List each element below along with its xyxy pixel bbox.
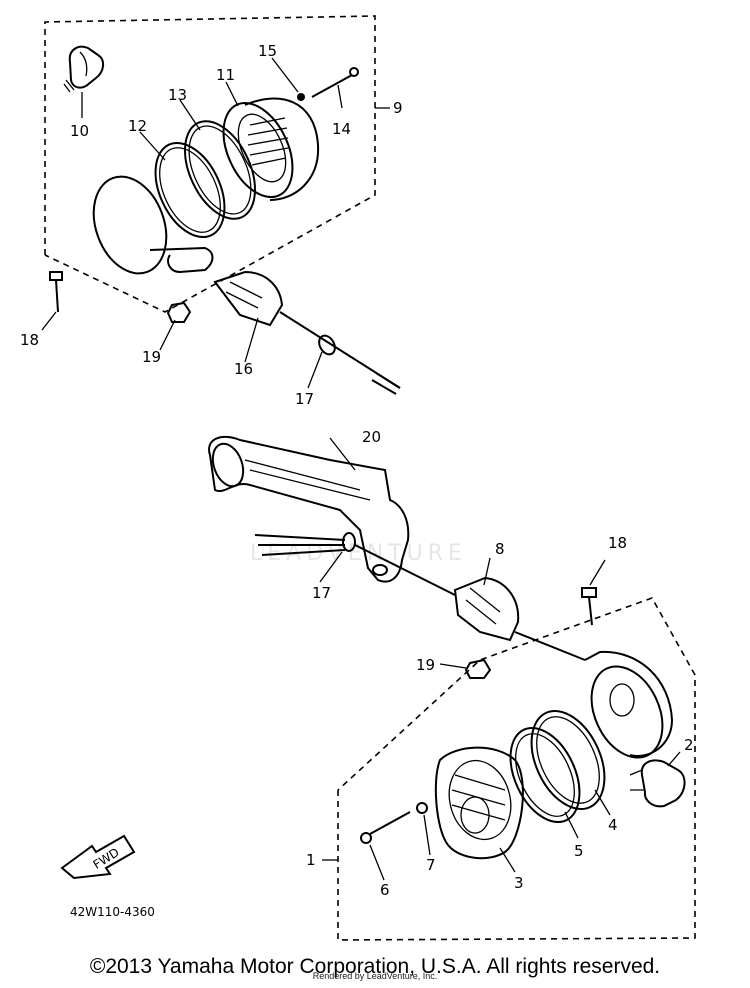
callout-11: 11 [216, 66, 235, 84]
bulb-10 [63, 45, 104, 93]
callout-13: 13 [168, 86, 187, 104]
bulb-2 [629, 759, 686, 808]
callout-19-upper: 19 [142, 348, 161, 366]
bracket-20 [208, 435, 410, 583]
callout-18-lower: 18 [608, 534, 627, 552]
screw-6 [360, 811, 411, 844]
callout-7: 7 [426, 856, 436, 874]
callout-4: 4 [608, 816, 618, 834]
housing-11 [222, 97, 320, 201]
nut-19-lower [464, 658, 492, 679]
callout-10: 10 [70, 122, 89, 140]
rendered-by-note: Rendered by LeadVenture, Inc. [312, 971, 438, 981]
cord-17-lower [254, 532, 456, 596]
bracket-assembly: 20 8 17 [208, 428, 586, 661]
stem-bracket [149, 246, 214, 274]
upper-flasher-assembly: 10 12 13 11 15 14 9 18 19 16 17 [20, 15, 403, 408]
callout-3: 3 [514, 874, 524, 892]
gasket-ring-4 [530, 709, 606, 811]
nut-19 [166, 301, 192, 323]
gasket-ring-13 [184, 120, 256, 220]
callout-18-upper: 18 [20, 331, 39, 349]
callout-6: 6 [380, 881, 390, 899]
callout-8: 8 [495, 540, 505, 558]
callout-17-upper: 17 [295, 390, 314, 408]
callout-15: 15 [258, 42, 277, 60]
assembly-boundary-9 [44, 15, 376, 313]
lens-3 [434, 746, 524, 860]
assembly-boundary-1 [337, 597, 696, 941]
callout-20: 20 [362, 428, 381, 446]
callout-14: 14 [332, 120, 351, 138]
part-code: 42W110-4360 [70, 905, 155, 919]
lens-12 [92, 175, 168, 275]
gasket-ring-5 [509, 726, 581, 824]
lower-flasher-assembly: 18 19 2 4 5 3 7 6 1 [306, 534, 696, 941]
callout-17-lower: 17 [312, 584, 331, 602]
bolt-18-lower [581, 587, 597, 626]
socket-16 [213, 270, 284, 327]
screw-14 [311, 67, 359, 98]
copyright-notice: ©2013 Yamaha Motor Corporation, U.S.A. A… [89, 955, 661, 978]
callout-16: 16 [234, 360, 253, 378]
callout-2: 2 [684, 736, 694, 754]
gasket-ring-12 [154, 141, 226, 239]
callout-1: 1 [306, 851, 316, 869]
housing-lower [584, 650, 674, 759]
fwd-arrow-icon: FWD [60, 834, 136, 880]
nut-15 [297, 93, 305, 101]
bolt-18 [49, 271, 63, 313]
nut-7 [416, 802, 428, 814]
callout-12: 12 [128, 117, 147, 135]
socket-8 [453, 576, 586, 661]
callout-19-lower: 19 [416, 656, 435, 674]
callout-5: 5 [574, 842, 584, 860]
callout-9: 9 [393, 99, 403, 117]
cord-17 [279, 311, 401, 395]
